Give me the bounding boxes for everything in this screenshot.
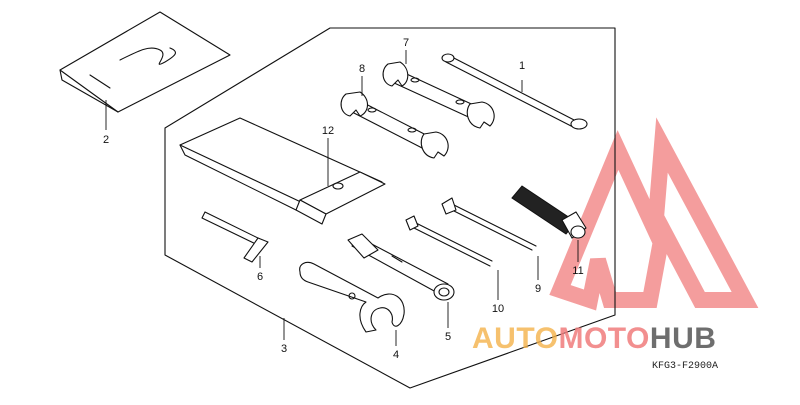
callout-5: 5 bbox=[445, 331, 451, 343]
open-end-wrench-upper bbox=[382, 61, 495, 129]
callout-12: 12 bbox=[322, 125, 334, 137]
rod-tool bbox=[441, 53, 588, 130]
callout-7: 7 bbox=[403, 37, 409, 49]
leader-lines bbox=[105, 50, 579, 346]
callout-10: 10 bbox=[492, 303, 504, 315]
callout-8: 8 bbox=[359, 63, 365, 75]
callout-labels: 1 2 3 4 5 6 7 8 9 10 11 12 bbox=[103, 37, 584, 361]
callout-2: 2 bbox=[103, 134, 109, 146]
hook-spanner bbox=[299, 261, 405, 333]
tool-bag bbox=[59, 11, 231, 113]
hex-key bbox=[201, 211, 269, 263]
kit-frame bbox=[164, 27, 616, 389]
callout-9: 9 bbox=[535, 283, 541, 295]
screwdriver-shaft-plus bbox=[405, 215, 493, 267]
watermark-hub: HUB bbox=[650, 322, 717, 355]
callout-1: 1 bbox=[519, 60, 525, 72]
callout-3: 3 bbox=[281, 343, 287, 355]
socket-wrench bbox=[347, 233, 455, 301]
tool-pouch bbox=[179, 117, 386, 225]
callout-4: 4 bbox=[393, 349, 399, 361]
automotohub-logo-mark bbox=[549, 117, 759, 311]
callout-11: 11 bbox=[572, 265, 583, 277]
svg-text:AUTOMOTOHUB: AUTOMOTOHUB bbox=[472, 322, 716, 355]
watermark-moto: MOTO bbox=[558, 322, 649, 355]
callout-6: 6 bbox=[257, 271, 263, 283]
automotohub-watermark: AUTOMOTOHUB bbox=[472, 322, 716, 355]
figure-code: KFG3-F2900A bbox=[652, 361, 718, 372]
watermark-auto: AUTO bbox=[472, 322, 558, 355]
open-end-wrench-lower bbox=[340, 91, 449, 159]
screwdriver-shaft-flat bbox=[441, 197, 537, 251]
screwdriver-handle bbox=[511, 185, 587, 239]
